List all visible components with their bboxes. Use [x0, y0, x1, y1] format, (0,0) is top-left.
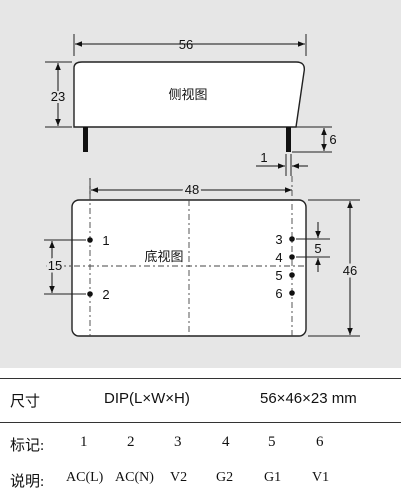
mark-4: 4 — [222, 434, 230, 450]
desc-4: G2 — [216, 470, 234, 485]
mark-row: 标记: 1 2 3 4 5 6 — [0, 434, 401, 458]
pin-5-label: 5 — [275, 268, 282, 283]
mark-3: 3 — [174, 434, 182, 450]
size-row: 尺寸 DIP(L×W×H) 56×46×23 mm — [0, 390, 401, 416]
dimension-drawing: 侧视图 56 23 6 1 48 底视图 — [44, 34, 360, 337]
desc-2: AC(N) — [115, 470, 154, 485]
pin-5-dot — [289, 272, 295, 278]
pin-1-dot — [87, 237, 93, 243]
spec-table: 尺寸 DIP(L×W×H) 56×46×23 mm 标记: 1 2 3 4 5 … — [0, 368, 401, 502]
desc-row: 说明: AC(L) AC(N) V2 G2 G1 V1 — [0, 470, 401, 494]
desc-label: 说明: — [10, 474, 45, 490]
side-pin-left — [83, 127, 88, 152]
table-top-rule — [0, 378, 401, 379]
mark-2: 2 — [127, 434, 135, 450]
dim-label-48: 48 — [185, 182, 199, 197]
pin-1-label: 1 — [102, 233, 109, 248]
desc-5: G1 — [264, 470, 282, 485]
desc-1: AC(L) — [66, 470, 104, 485]
mark-1: 1 — [80, 434, 88, 450]
desc-3: V2 — [170, 470, 188, 485]
dim-label-5: 5 — [314, 241, 321, 256]
desc-6: V1 — [312, 470, 330, 485]
size-value: 56×46×23 mm — [260, 390, 357, 407]
pin-4-dot — [289, 254, 295, 260]
size-label: 尺寸 — [10, 393, 41, 410]
dim-label-23: 23 — [51, 89, 65, 104]
pin-2-dot — [87, 291, 93, 297]
mark-label: 标记: — [10, 438, 45, 454]
mark-5: 5 — [268, 434, 276, 450]
mark-6: 6 — [316, 434, 324, 450]
size-code: DIP(L×W×H) — [104, 390, 190, 407]
side-pin-right — [286, 127, 291, 152]
pin-2-label: 2 — [102, 287, 109, 302]
side-view-label: 侧视图 — [168, 87, 207, 102]
side-view-body — [73, 61, 306, 128]
drawing-panel: 侧视图 56 23 6 1 48 底视图 — [0, 0, 401, 368]
bottom-view-label: 底视图 — [144, 249, 183, 264]
dim-label-56: 56 — [179, 37, 193, 52]
pin-3-dot — [289, 236, 295, 242]
table-mid-rule — [0, 422, 401, 423]
pin-6-dot — [289, 290, 295, 296]
pin-6-label: 6 — [275, 286, 282, 301]
dim-label-6: 6 — [329, 132, 336, 147]
dim-label-46: 46 — [343, 263, 357, 278]
pin-3-label: 3 — [275, 232, 282, 247]
dim-label-15: 15 — [48, 258, 62, 273]
pin-4-label: 4 — [275, 250, 282, 265]
dim-label-1: 1 — [260, 150, 267, 165]
